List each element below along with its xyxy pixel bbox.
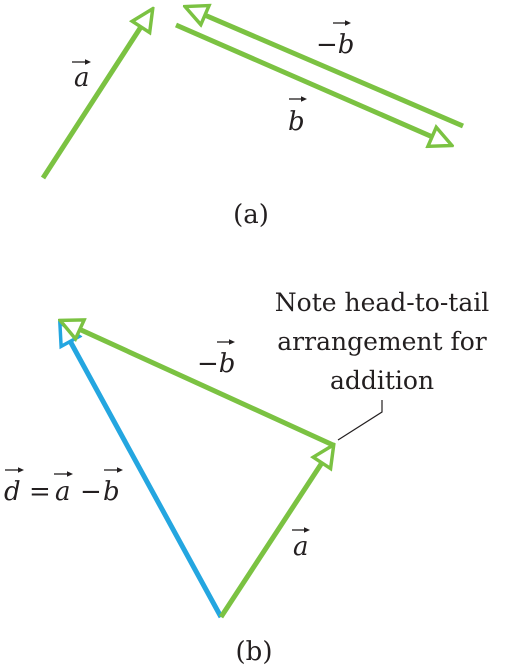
overarrow-head-icon [117,467,123,473]
vector-d-arrow [64,330,224,619]
note-line-3: addition [330,366,434,395]
note-line-2: arrangement for [277,327,487,356]
overarrow-head-icon [85,59,91,65]
vector-neg-b-arrow [193,10,464,129]
vector-b-arrow [174,22,444,142]
overarrow-head-icon [304,527,310,533]
difference-equation: d = a − b [4,467,123,507]
vector-a-text: a [293,532,309,562]
vector-a-text: a [74,63,90,93]
head-to-tail-note: Note head-to-tail arrangement for additi… [275,288,489,395]
panel-b-caption: (b) [236,637,273,667]
overarrow-head-icon [67,471,73,477]
vector-neg-b-label: −b [316,20,354,60]
vector-a-arrow [218,452,329,619]
overarrow-head-icon [345,20,351,26]
overarrow-head-icon [18,467,24,473]
vector-a-arrow [40,16,148,180]
vector-a-label: a [292,527,310,562]
note-leader-line [337,400,383,441]
vector-d-a-text: a [55,477,71,507]
vector-d-b-text: b [103,477,120,507]
minus-sign: − [80,477,102,507]
vector-neg-b-arrow [68,324,335,448]
panel-a: a −b b (a) [40,10,464,230]
vector-a-label: a [72,59,91,93]
overarrow-head-icon [301,96,307,102]
vector-b-text: b [288,107,305,137]
overarrow-head-icon [229,339,235,345]
panel-b: Note head-to-tail arrangement for additi… [4,288,489,667]
vector-neg-b-text: −b [316,30,354,60]
equals-sign: = [29,477,51,507]
vector-neg-b-text: −b [197,349,235,379]
panel-a-caption: (a) [233,200,269,230]
vector-b-label: b [288,96,307,137]
vector-d-text: d [4,477,21,507]
note-line-1: Note head-to-tail [275,288,489,317]
vector-neg-b-label: −b [197,339,235,379]
